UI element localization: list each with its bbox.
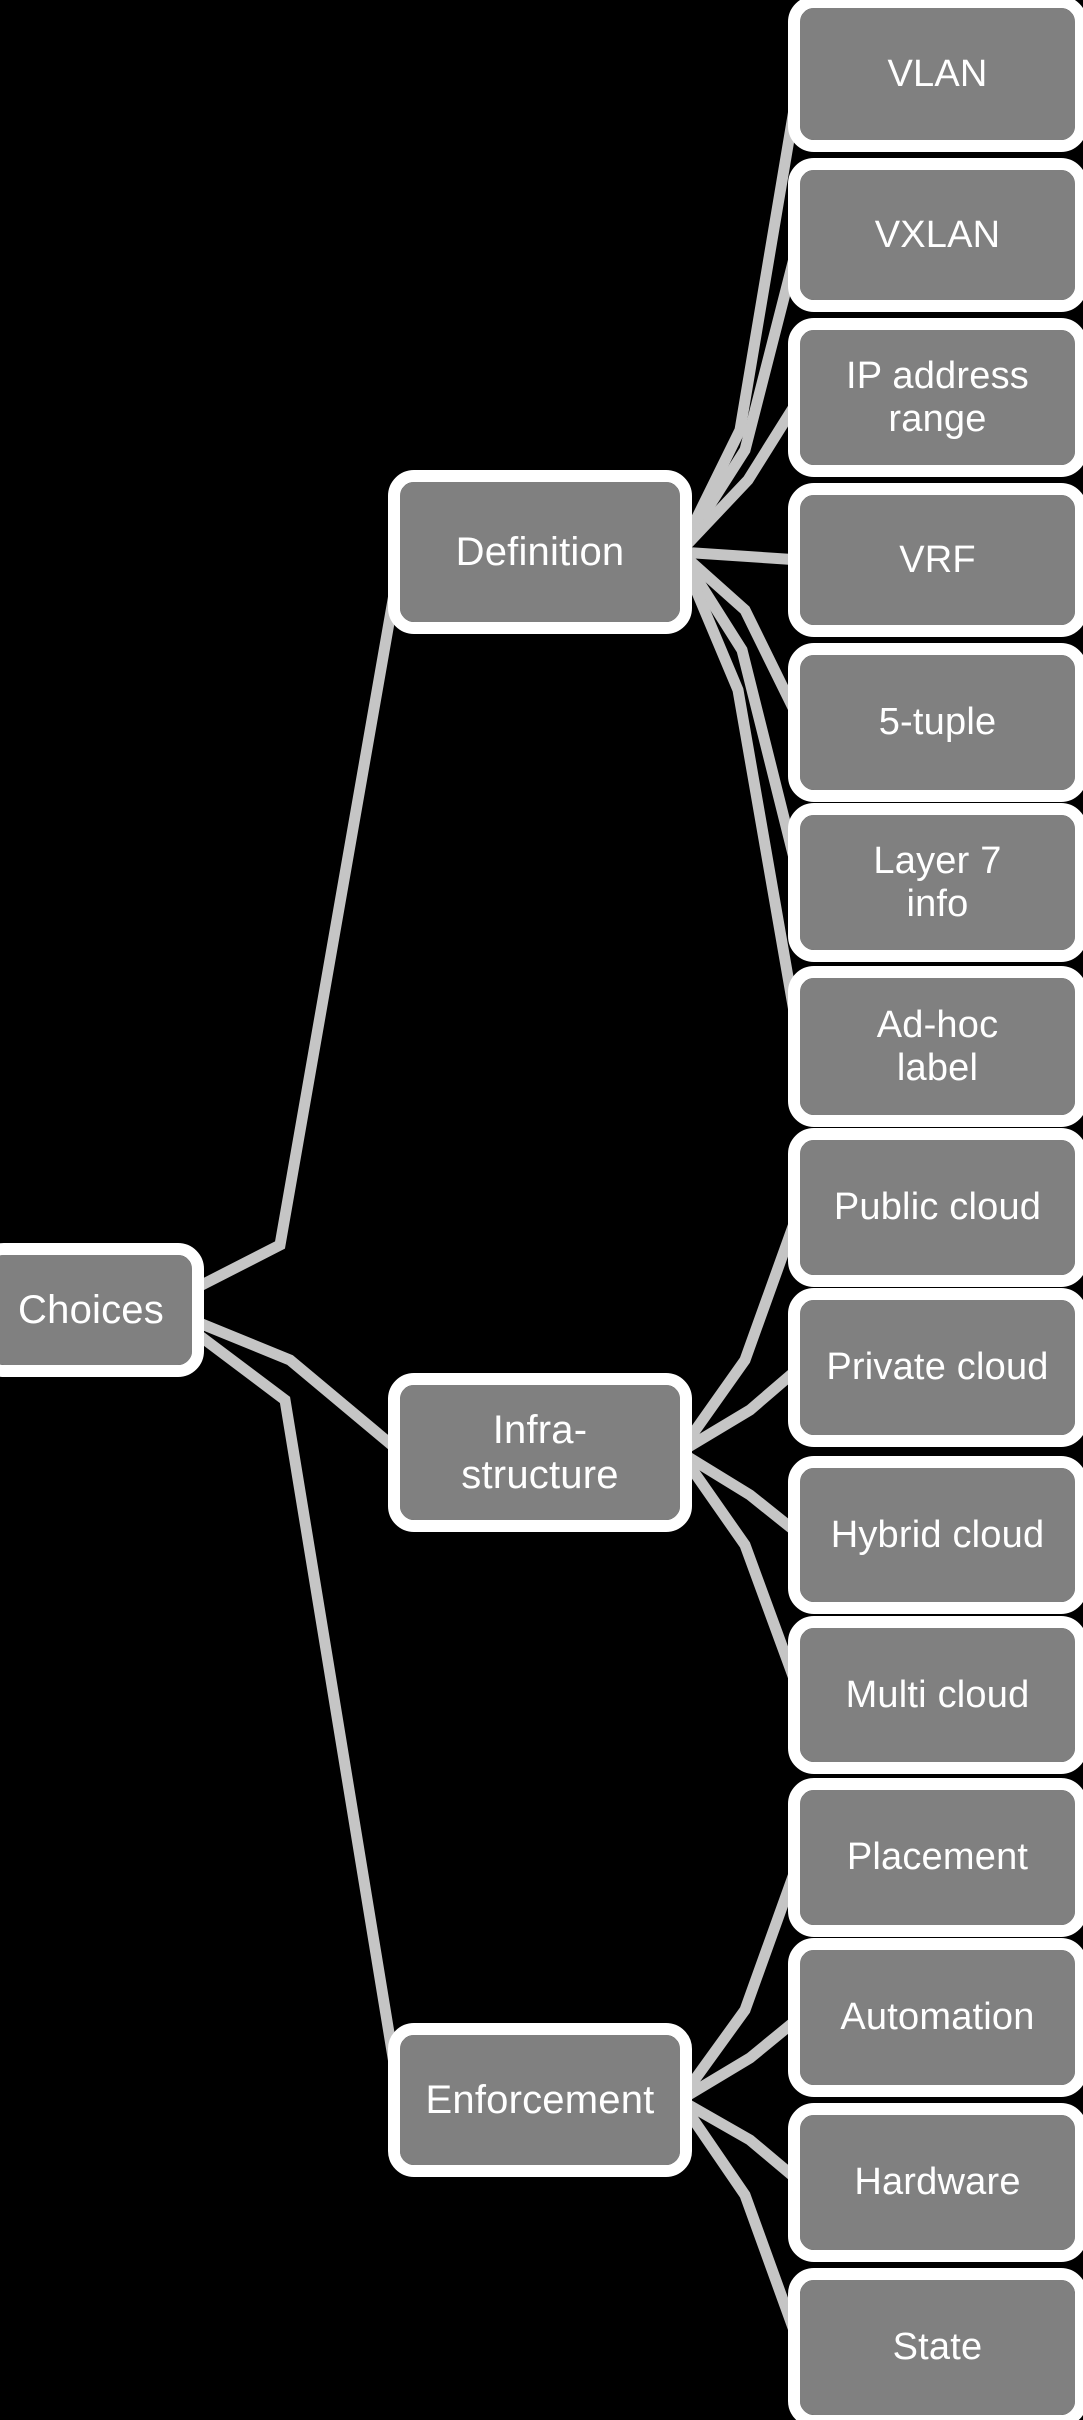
node-layer7-info-label: Layer 7 info bbox=[873, 839, 1002, 925]
edge-definition-layer7-info bbox=[675, 549, 806, 884]
node-private-cloud-label: Private cloud bbox=[826, 1346, 1049, 1389]
node-multi-cloud-label: Multi cloud bbox=[845, 1673, 1030, 1716]
node-layer7-info[interactable]: Layer 7 info bbox=[788, 803, 1083, 962]
node-automation-label: Automation bbox=[840, 1996, 1035, 2039]
edge-enforcement-automation bbox=[677, 2012, 804, 2105]
edge-definition-ad-hoc-label bbox=[674, 549, 806, 1047]
node-choices[interactable]: Choices bbox=[0, 1243, 204, 1377]
node-hardware[interactable]: Hardware bbox=[788, 2103, 1083, 2262]
edge-choices-enforcement bbox=[188, 1325, 406, 2101]
node-automation[interactable]: Automation bbox=[788, 1938, 1083, 2097]
edge-enforcement-state bbox=[675, 2096, 806, 2349]
edge-definition-vxlan bbox=[675, 233, 806, 555]
node-5-tuple-label: 5-tuple bbox=[878, 701, 997, 744]
node-infrastructure-label: Infra- structure bbox=[461, 1407, 619, 1497]
node-state[interactable]: State bbox=[788, 2268, 1083, 2420]
node-hardware-label: Hardware bbox=[854, 2161, 1021, 2204]
edge-enforcement-hardware bbox=[677, 2095, 804, 2187]
node-private-cloud[interactable]: Private cloud bbox=[788, 1288, 1083, 1447]
node-public-cloud-label: Public cloud bbox=[833, 1186, 1042, 1229]
node-state-label: State bbox=[892, 2326, 983, 2369]
edge-definition-vlan bbox=[675, 73, 806, 555]
node-enforcement-label: Enforcement bbox=[425, 2077, 655, 2122]
node-vlan-label: VLAN bbox=[887, 52, 988, 95]
node-ip-address-range[interactable]: IP address range bbox=[788, 318, 1083, 477]
node-vxlan[interactable]: VXLAN bbox=[788, 158, 1083, 312]
node-ip-address-range-label: IP address range bbox=[846, 354, 1029, 440]
node-5-tuple[interactable]: 5-tuple bbox=[788, 643, 1083, 802]
node-ad-hoc-label[interactable]: Ad-hoc label bbox=[788, 966, 1083, 1127]
node-hybrid-cloud[interactable]: Hybrid cloud bbox=[788, 1456, 1083, 1614]
edge-enforcement-placement bbox=[675, 1855, 806, 2104]
node-vlan[interactable]: VLAN bbox=[788, 0, 1083, 152]
edge-infrastructure-public-cloud bbox=[675, 1205, 806, 1456]
node-public-cloud[interactable]: Public cloud bbox=[788, 1128, 1083, 1287]
node-definition[interactable]: Definition bbox=[388, 470, 692, 634]
edge-choices-definition bbox=[189, 559, 406, 1295]
edge-infrastructure-private-cloud bbox=[677, 1362, 804, 1457]
node-enforcement[interactable]: Enforcement bbox=[388, 2023, 692, 2177]
node-choices-label: Choices bbox=[18, 1287, 164, 1332]
edge-definition-5-tuple bbox=[676, 547, 805, 725]
edge-definition-ip-address-range bbox=[676, 394, 805, 556]
node-definition-label: Definition bbox=[455, 529, 625, 574]
node-infrastructure[interactable]: Infra- structure bbox=[388, 1373, 692, 1532]
node-placement[interactable]: Placement bbox=[788, 1778, 1083, 1937]
node-vxlan-label: VXLAN bbox=[874, 213, 1001, 256]
edge-choices-infrastructure bbox=[189, 1314, 404, 1457]
edge-definition-vrf bbox=[679, 546, 801, 566]
node-hybrid-cloud-label: Hybrid cloud bbox=[830, 1513, 1045, 1556]
node-vrf[interactable]: VRF bbox=[788, 483, 1083, 637]
node-placement-label: Placement bbox=[846, 1836, 1029, 1879]
node-ad-hoc-label-label: Ad-hoc label bbox=[876, 1003, 999, 1089]
edge-infrastructure-multi-cloud bbox=[675, 1448, 806, 1697]
edge-infrastructure-hybrid-cloud bbox=[677, 1447, 804, 1540]
node-multi-cloud[interactable]: Multi cloud bbox=[788, 1616, 1083, 1774]
node-vrf-label: VRF bbox=[899, 538, 976, 581]
